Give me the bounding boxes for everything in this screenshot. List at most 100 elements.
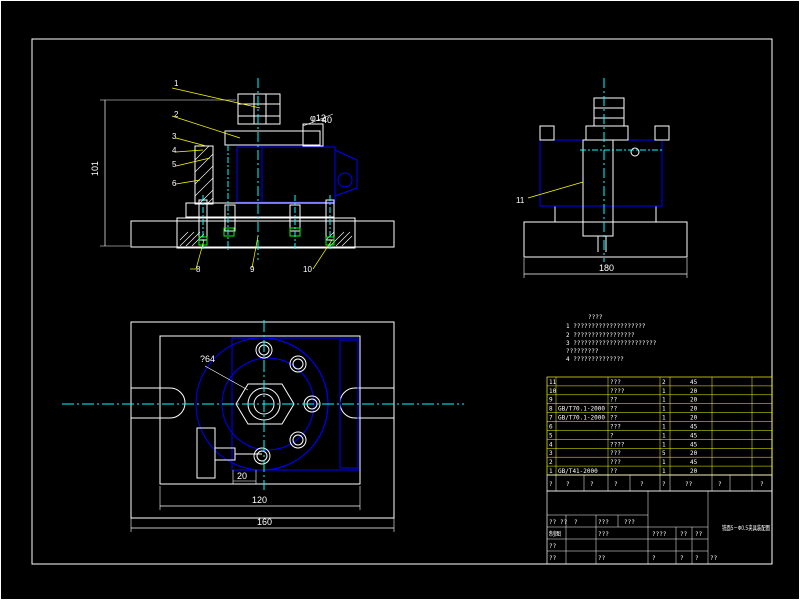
bom-cell-name: ???	[610, 450, 621, 457]
drawing-frame	[31, 38, 773, 565]
callout-6: 6	[172, 179, 177, 188]
bom-cell-name: ????	[610, 441, 625, 448]
bom-cell-std: GB/T70.1-2000	[558, 415, 605, 422]
note-line-1: 1 ????????????????????	[566, 323, 646, 330]
callout-8: 8	[196, 265, 201, 274]
top-view: ?64 20 120 160	[62, 320, 464, 532]
bom-cell-mat: 45	[690, 423, 698, 430]
bom-cell-qty: 2	[662, 379, 666, 386]
bom-header-cell: ?	[549, 481, 553, 488]
side-nut	[593, 97, 625, 127]
bom-cell-mat: 20	[690, 388, 698, 395]
bom-cell-no: 9	[549, 397, 553, 404]
bom-cell-qty: 1	[662, 423, 666, 430]
tb-right-1: ??	[680, 531, 688, 538]
bom-cell-name: ??	[610, 415, 618, 422]
side-view: 11 180	[516, 78, 688, 278]
callout-1: 1	[174, 79, 179, 88]
tb-r1-0: ??	[549, 519, 557, 526]
bom-cell-no: 11	[549, 379, 557, 386]
top-base	[130, 321, 395, 519]
bom-cell-name: ??	[610, 468, 618, 475]
bom-header-cell: ?	[662, 481, 666, 488]
bom-cell-qty: 5	[662, 450, 666, 457]
bom-cell-qty: 1	[662, 459, 666, 466]
bom-header-cell: ?	[718, 481, 722, 488]
bom-cell-mat: 20	[690, 397, 698, 404]
bom-header-cell: ?	[760, 481, 764, 488]
tb-bottom-1: ?	[680, 555, 684, 562]
bom-cell-name: ??	[610, 397, 618, 404]
callout-2: 2	[174, 110, 179, 119]
callout-10: 10	[303, 265, 312, 274]
dim-dia-12: φ12	[310, 113, 326, 123]
dim-pitch-40: 40	[322, 115, 332, 125]
callout-9: 9	[250, 265, 255, 274]
bom-cell-no: 5	[549, 432, 553, 439]
bom-cell-qty: 1	[662, 415, 666, 422]
bom-cell-no: 4	[549, 441, 553, 448]
tb-right-0: ????	[652, 531, 667, 538]
bom-cell-qty: 1	[662, 441, 666, 448]
bom-cell-mat: 20	[690, 415, 698, 422]
tb-r1-3: ???	[598, 519, 609, 526]
bom-cell-qty: 1	[662, 397, 666, 404]
drawing-title: 铣面5－Φ0.5夹具装配图	[722, 523, 770, 532]
tb-r1-1: ??	[560, 519, 568, 526]
nut	[237, 93, 281, 125]
note-line-3: 3 ???????????????????????	[566, 340, 657, 347]
bom-cell-no: 3	[549, 450, 553, 457]
notes-title: ????	[588, 314, 603, 321]
tb-right-2: ??	[695, 531, 703, 538]
note-line-4: 4 ??????????????	[566, 356, 624, 363]
bom-cell-no: 8	[549, 406, 553, 413]
callout-5: 5	[172, 160, 177, 169]
dim-width-180: 180	[599, 263, 614, 273]
bom-cell-name: ???	[610, 459, 621, 466]
tb-bottom-2: ?	[695, 555, 699, 562]
bom-cell-mat: 45	[690, 459, 698, 466]
tb-r1-4: ???	[624, 519, 635, 526]
bom-cell-name: ????	[610, 388, 625, 395]
bom-cell-qty: 1	[662, 432, 666, 439]
workpiece	[236, 146, 336, 203]
bracket-hatch	[194, 145, 214, 205]
tb-r4-0: ??	[549, 555, 557, 562]
bom-cell-qty: 1	[662, 468, 666, 475]
tb-r3-0: ??	[549, 543, 557, 550]
bom-header-cell: ?	[590, 481, 594, 488]
bom-cell-mat: 20	[690, 450, 698, 457]
bom-cell-mat: 45	[690, 432, 698, 439]
bom-header-cell: ?	[566, 481, 570, 488]
fixture-plate	[185, 202, 335, 218]
note-line-3b: ?????????	[566, 348, 599, 355]
callout-11: 11	[516, 196, 525, 205]
front-view: 101 φ12 40 1 2 3 4 5 6 8 9 10	[90, 78, 395, 274]
bom-header-cell: ?	[614, 481, 618, 488]
bom-cell-name: ??	[610, 406, 618, 413]
bom-cell-qty: 1	[662, 388, 666, 395]
bom-cell-name: ???	[610, 423, 621, 430]
bom-cell-no: 6	[549, 423, 553, 430]
callout-3: 3	[172, 132, 177, 141]
technical-notes: ???? 1 ???????????????????? 2 ??????????…	[566, 314, 657, 363]
tb-drafter-label: 制图	[549, 530, 561, 538]
bom-cell-mat: 20	[690, 468, 698, 475]
bom-cell-qty: 1	[662, 406, 666, 413]
bom-header-cell: ?	[640, 481, 644, 488]
bom-cell-std: GB/T70.1-2000	[558, 406, 605, 413]
tb-bottom-3: ??	[710, 555, 718, 562]
base-hatch	[179, 231, 353, 247]
dim-120: 120	[252, 495, 267, 505]
tb-bottom-0: ?	[652, 555, 656, 562]
bracket	[194, 145, 214, 205]
bom-cell-name: ?	[610, 432, 614, 439]
dim-160: 160	[257, 517, 272, 527]
dim-20: 20	[237, 471, 247, 481]
bom-cell-no: 2	[549, 459, 553, 466]
bom-header-cell: ??	[685, 481, 693, 488]
